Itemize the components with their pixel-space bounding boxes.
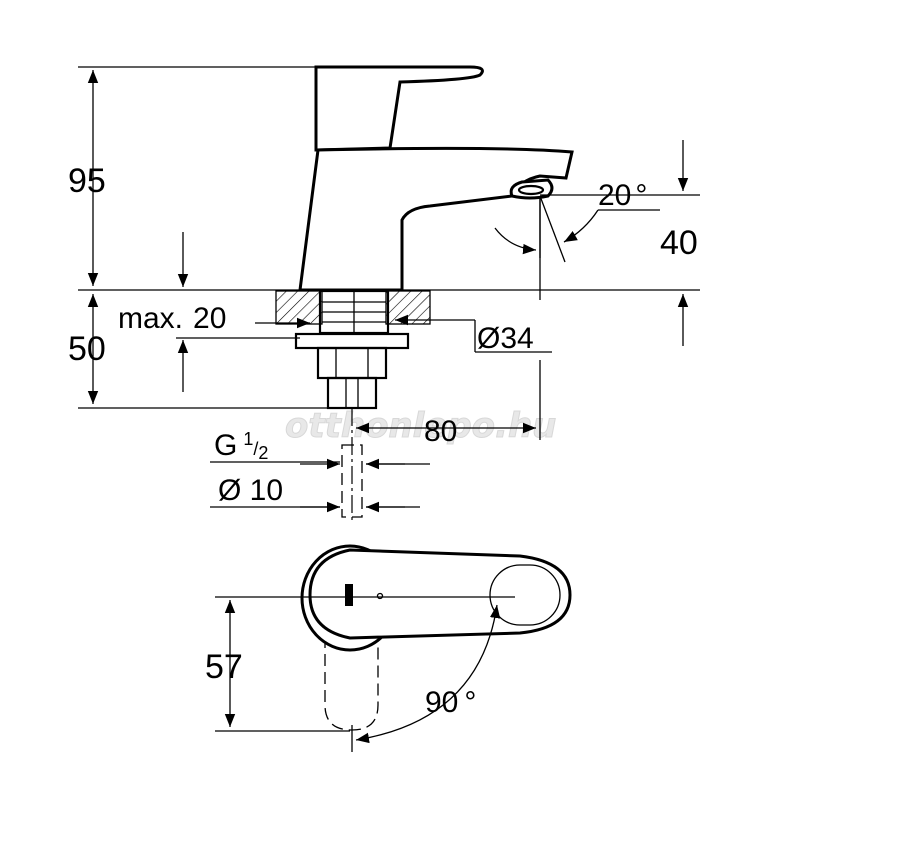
dim-95: 95 <box>68 162 106 200</box>
dim-max-20: max.20 <box>118 302 226 335</box>
countertop-section <box>275 290 431 325</box>
watermark: otthonlepo.hu <box>285 406 556 446</box>
mounting-assembly <box>294 289 410 520</box>
aerator <box>517 184 545 196</box>
faucet-body <box>298 146 574 292</box>
dim-angle-90: 90° <box>425 686 476 719</box>
dimension-lines <box>78 66 700 513</box>
dim-40: 40 <box>660 224 698 262</box>
dim-angle-20: 20° <box>598 179 647 212</box>
dim-50: 50 <box>68 330 106 368</box>
faucet-side-view <box>298 65 574 292</box>
dim-pipe-diameter: Ø 10 <box>218 474 283 507</box>
faucet-top-view <box>215 544 572 752</box>
dim-80: 80 <box>424 415 457 448</box>
lever-handle <box>314 65 484 152</box>
dim-hole-diameter: Ø34 <box>477 322 534 355</box>
dim-57: 57 <box>205 648 243 686</box>
